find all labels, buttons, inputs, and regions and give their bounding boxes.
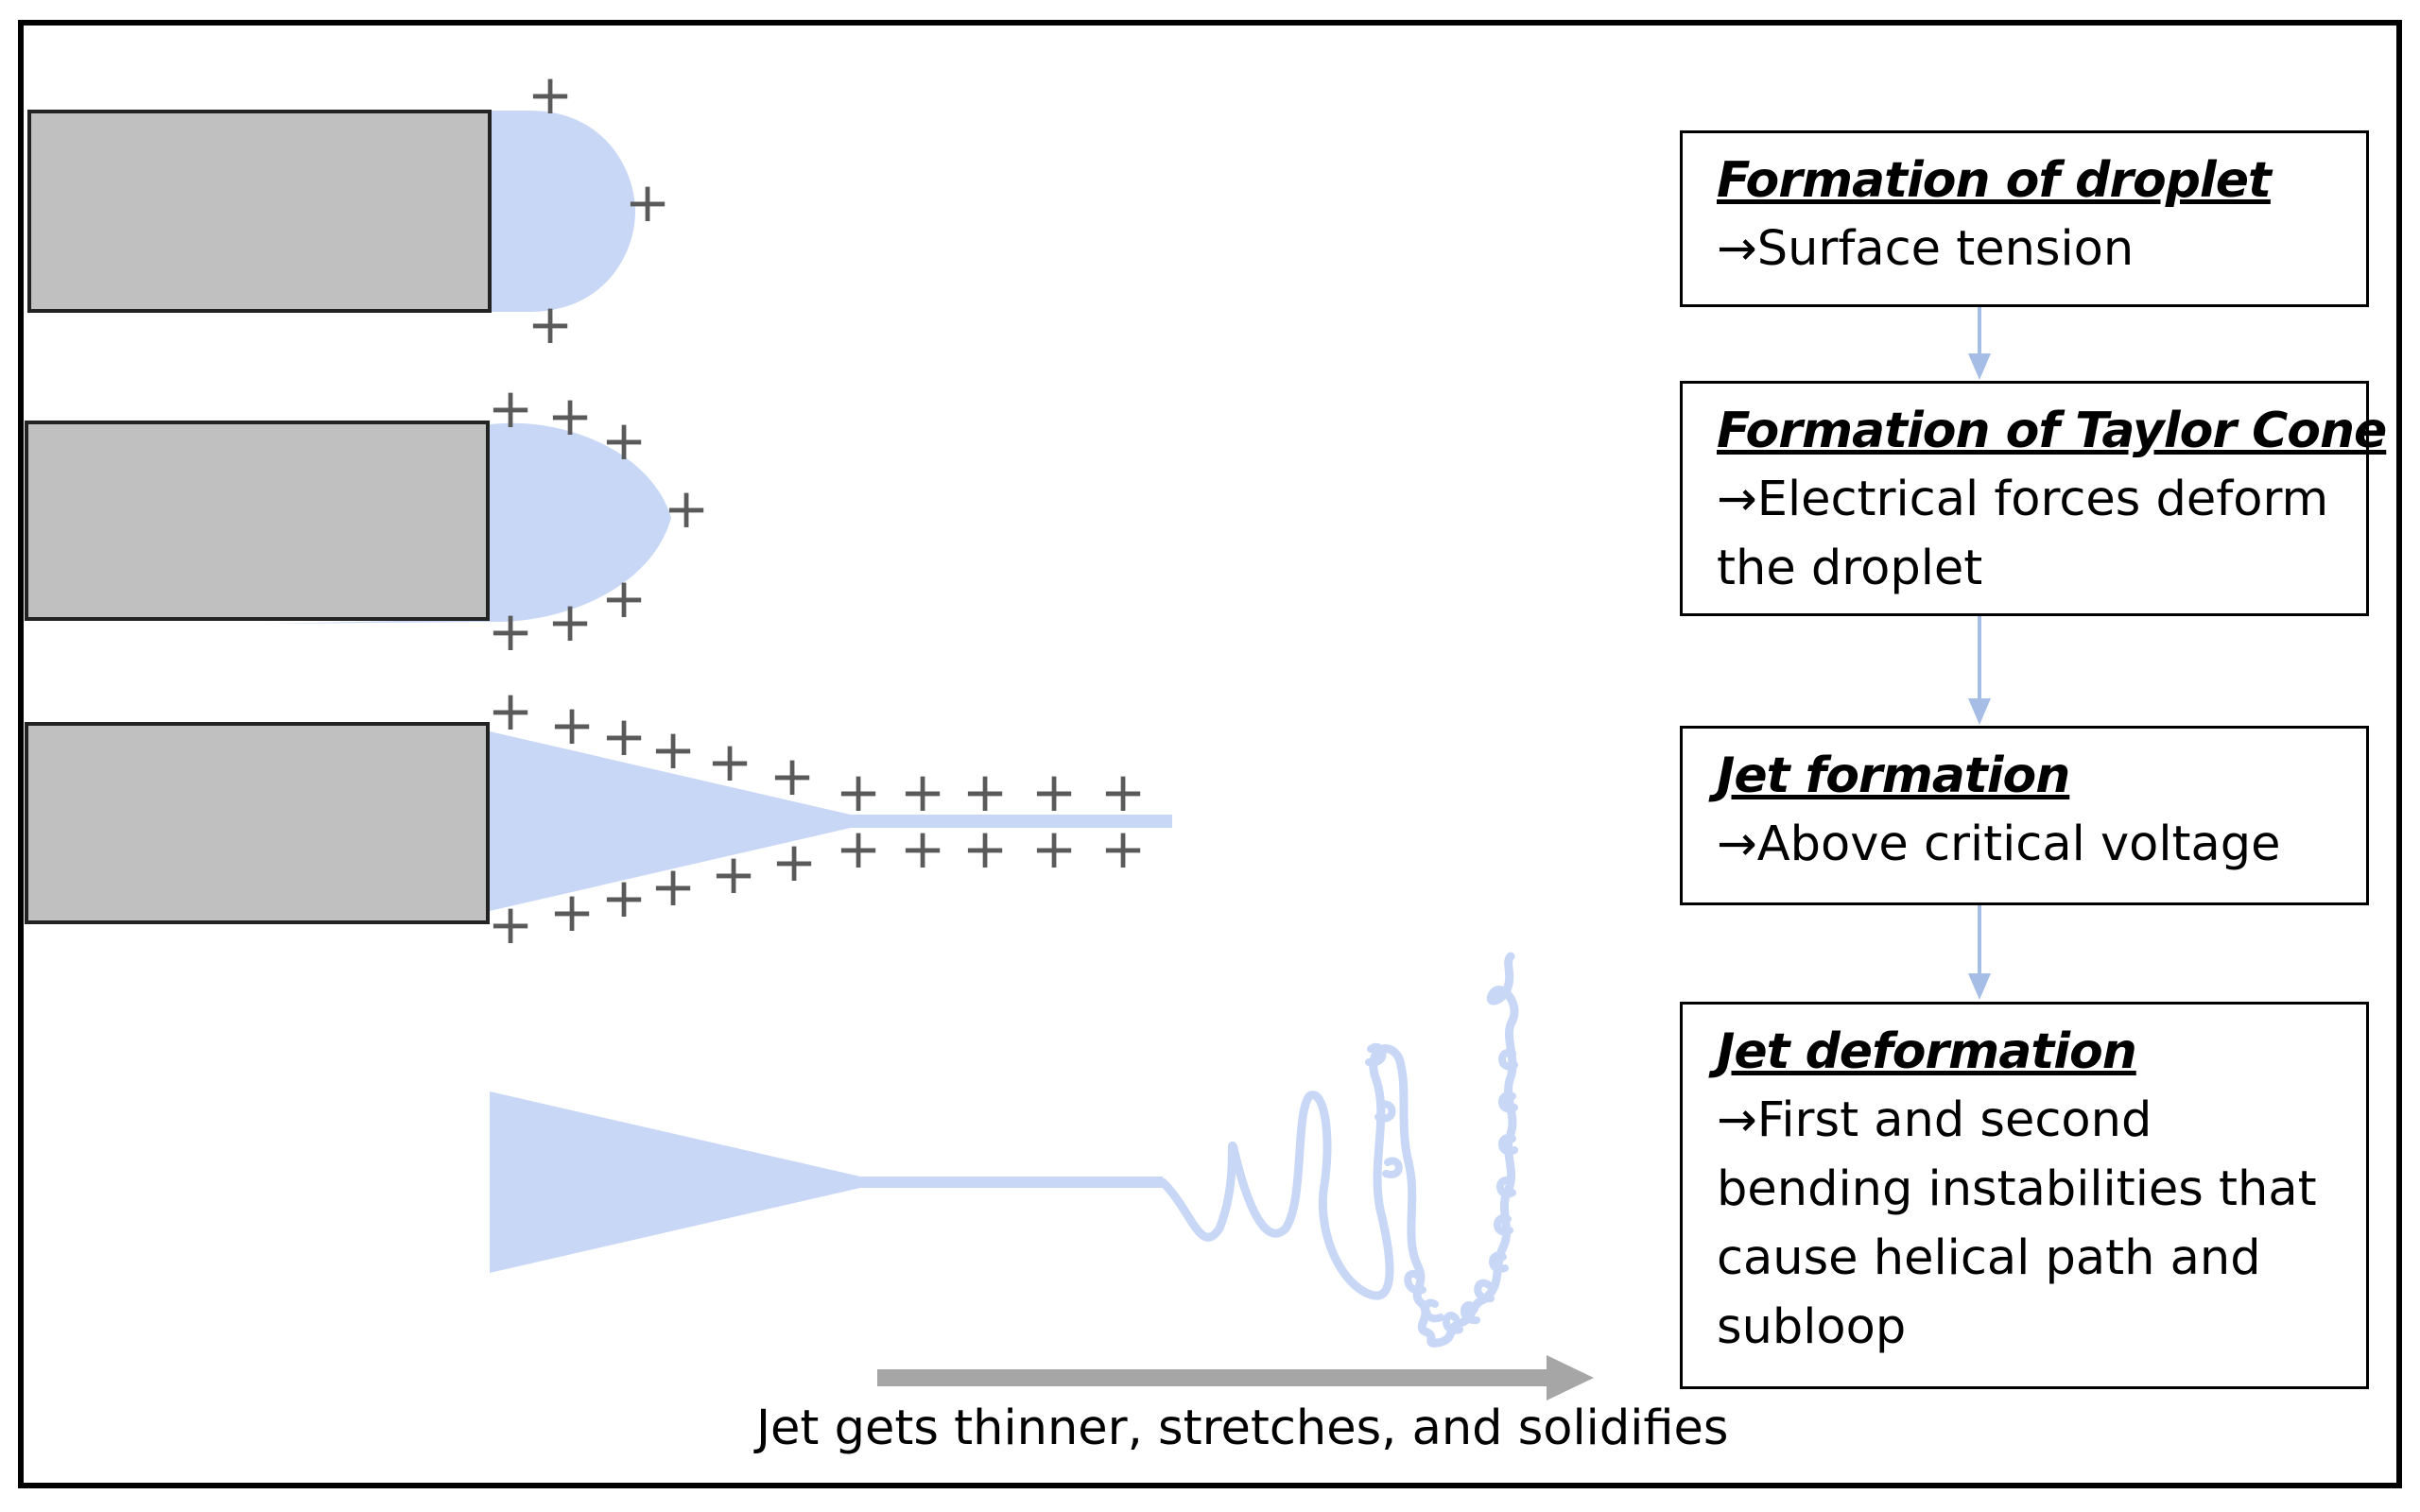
taylor-cone-shape [490, 731, 1172, 911]
jet-thinning-caption: Jet gets thinner, stretches, and solidif… [756, 1400, 1729, 1456]
step-description: →Above critical voltage [1717, 810, 2347, 879]
nozzle-1 [27, 110, 492, 313]
step-description: →First and second bending instabilities … [1717, 1086, 2347, 1362]
step-box-taylor-cone: Formation of Taylor Cone →Electrical for… [1680, 381, 2387, 616]
positive-charge-marker: + [836, 760, 882, 824]
outer-frame [18, 20, 2402, 1488]
flow-arrow-3-head [1968, 973, 1991, 1000]
positive-charge-marker: + [527, 62, 574, 127]
helical-jet-path [1158, 952, 1519, 1348]
nozzle-3 [25, 722, 490, 924]
flow-arrows [1968, 307, 1991, 1000]
positive-charge-marker: + [625, 170, 671, 234]
jet-cone-shape [490, 1091, 1163, 1273]
arrow-right-icon: → [1717, 472, 1757, 527]
step-title: Jet formation [1717, 747, 2070, 804]
thinning-arrow-head [1547, 1355, 1594, 1400]
positive-charge-marker: + [601, 408, 648, 472]
positive-charge-marker: + [1100, 760, 1147, 824]
positive-charge-marker: + [836, 816, 882, 881]
positive-charge-marker: + [549, 693, 596, 757]
positive-charge-marker: + [547, 384, 594, 448]
step-title: Formation of droplet [1717, 152, 2272, 209]
positive-charge-marker: + [549, 880, 596, 944]
positive-charge-marker: + [527, 292, 574, 356]
positive-charge-marker: + [547, 590, 594, 654]
step-box-droplet-formation: Formation of droplet →Surface tension [1680, 130, 2369, 307]
positive-charge-marker: + [1031, 760, 1078, 824]
step-description: →Electrical forces deform the droplet [1717, 465, 2347, 603]
deformed-droplet-shape [265, 422, 671, 624]
positive-charge-marker: + [601, 866, 648, 930]
positive-charge-marker: + [488, 892, 534, 956]
positive-charge-marker: + [962, 760, 1009, 824]
arrow-right-icon: → [1717, 221, 1757, 277]
step-title: Jet deformation [1717, 1023, 2137, 1080]
thinning-arrow-shaft [877, 1369, 1548, 1386]
positive-charge-marker: + [962, 816, 1009, 881]
positive-charge-marker: + [601, 566, 648, 630]
positive-charge-marker: + [488, 679, 534, 743]
positive-charge-marker: + [1031, 816, 1078, 881]
step-description-text: First and second bending instabilities t… [1717, 1092, 2317, 1355]
positive-charge-marker: + [900, 760, 946, 824]
step-description-text: Above critical voltage [1756, 816, 2281, 872]
step-description-text: Surface tension [1756, 221, 2135, 277]
positive-charge-marker: + [650, 717, 697, 782]
step-box-jet-formation: Jet formation →Above critical voltage [1680, 726, 2369, 905]
droplet-shape [490, 111, 635, 312]
arrow-right-icon: → [1717, 816, 1757, 872]
positive-charge-marker: + [488, 376, 534, 440]
flow-arrow-2-head [1968, 698, 1991, 725]
positive-charge-marker: + [1100, 816, 1147, 881]
arrow-right-icon: → [1717, 1092, 1757, 1148]
positive-charge-marker: + [707, 730, 753, 794]
thinning-direction-arrow [877, 1355, 1594, 1400]
positive-charge-marker: + [771, 830, 818, 894]
positive-charge-marker: + [900, 816, 946, 881]
positive-charge-marker: + [664, 476, 710, 541]
flow-arrow-1-head [1968, 353, 1991, 380]
positive-charge-marker: + [650, 854, 697, 919]
step-description: →Surface tension [1717, 215, 2347, 284]
nozzle-2 [25, 421, 490, 621]
positive-charge-marker: + [769, 744, 816, 808]
positive-charge-marker: + [488, 599, 534, 663]
positive-charge-marker: + [711, 842, 757, 906]
step-title: Formation of Taylor Cone [1717, 403, 2387, 459]
step-description-text: Electrical forces deform the droplet [1717, 472, 2329, 596]
step-box-jet-deformation: Jet deformation →First and second bendin… [1680, 1002, 2369, 1389]
positive-charge-marker: + [601, 704, 648, 768]
charge-markers: ++++++++++++++++++++++++++++++++ [488, 62, 1147, 956]
helical-jet-subloops [1365, 1042, 1518, 1334]
